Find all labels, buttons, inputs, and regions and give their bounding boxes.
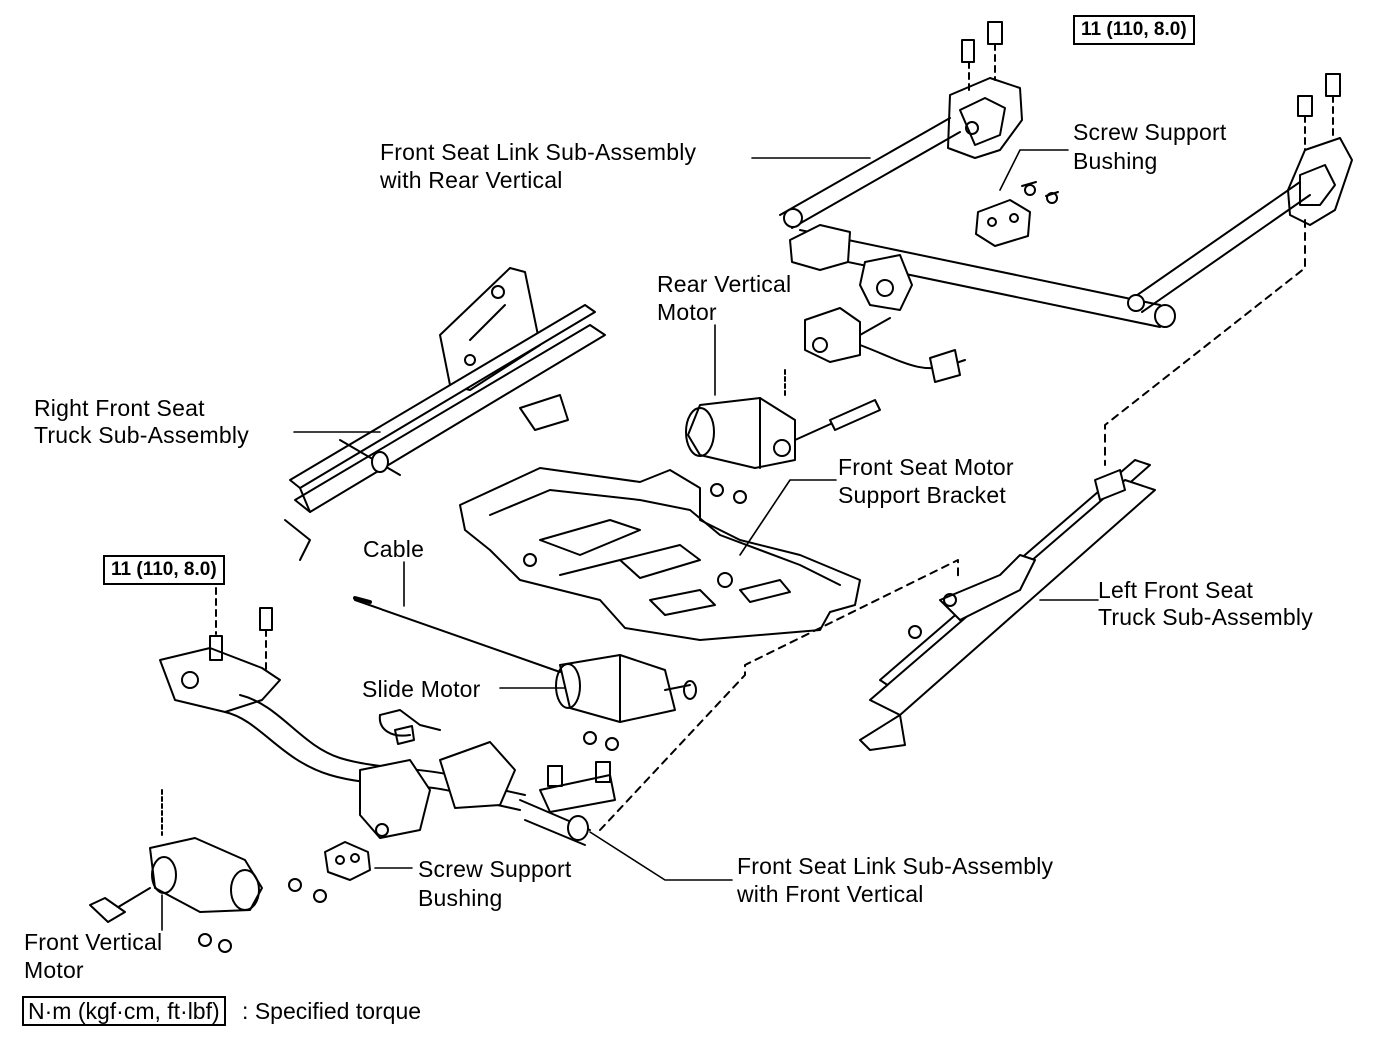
label-bushing-bottom-1: Screw Support [418,856,572,882]
label-bushing-top-1: Screw Support [1073,119,1227,145]
label-right-truck-1: Right Front Seat [34,395,205,421]
torque-legend: N·m (kgf·cm, ft·lbf) : Specified torque [22,996,421,1026]
torque-unit-box: N·m (kgf·cm, ft·lbf) [22,996,226,1026]
left-front-seat-truck [859,459,1156,751]
cable [354,599,561,673]
label-link-rear-2: with Rear Vertical [380,167,563,193]
rear-vertical-motor [685,369,881,504]
right-front-seat-truck [284,267,606,561]
label-link-rear-1: Front Seat Link Sub-Assembly [380,139,697,165]
torque-legend-text: : Specified torque [242,998,422,1024]
label-left-truck-1: Left Front Seat [1098,577,1254,603]
rear-link-assembly [779,21,1353,383]
motor-support-bracket [459,467,861,641]
label-bushing-bottom-2: Bushing [418,885,503,911]
label-rear-motor-2: Motor [657,299,717,325]
label-rear-motor-1: Rear Vertical [657,271,792,297]
label-bracket-1: Front Seat Motor [838,454,1014,480]
label-right-truck-2: Truck Sub-Assembly [34,422,249,448]
slide-motor [555,654,697,751]
front-vertical-motor [89,789,263,953]
label-front-motor-2: Motor [24,957,84,983]
label-front-motor-1: Front Vertical [24,929,163,955]
front-link-assembly [159,587,616,846]
label-slide-motor: Slide Motor [362,676,481,702]
alignment-lines [599,219,1306,831]
label-cable: Cable [363,536,425,562]
torque-box-left: 11 (110, 8.0) [103,555,225,585]
label-bushing-top-2: Bushing [1073,148,1158,174]
label-bracket-2: Support Bracket [838,482,1006,508]
torque-box-top: 11 (110, 8.0) [1073,15,1195,45]
leader-lines [161,149,1099,931]
screw-support-bushing-top [975,181,1059,247]
label-left-truck-2: Truck Sub-Assembly [1098,604,1313,630]
screw-support-bushing-bottom [288,841,371,903]
label-link-front-1: Front Seat Link Sub-Assembly [737,853,1054,879]
label-link-front-2: with Front Vertical [737,881,924,907]
